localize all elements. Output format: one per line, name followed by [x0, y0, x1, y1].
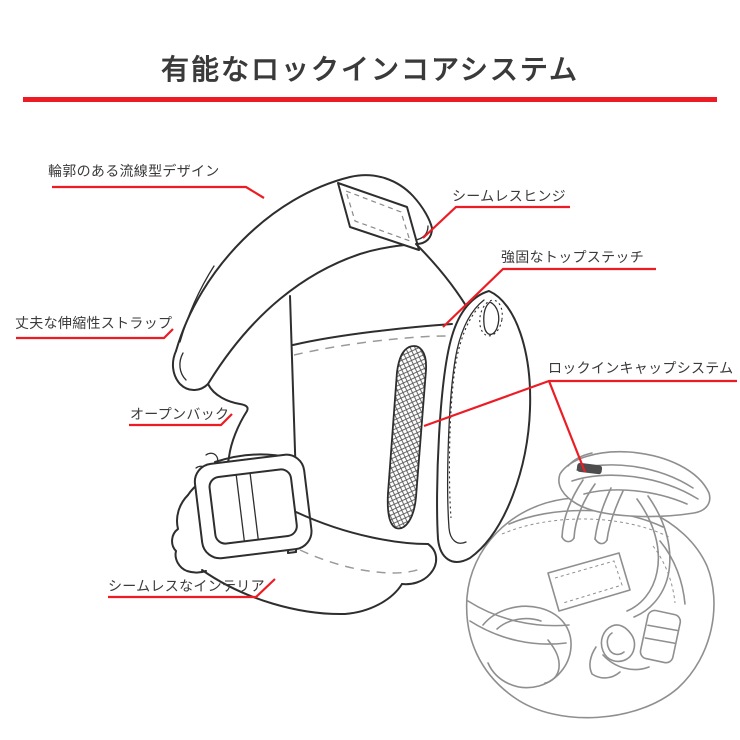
- strap-buckle: [193, 453, 313, 560]
- cap-panel-outline: [436, 290, 532, 563]
- band-velcro-patch: [337, 182, 420, 251]
- knee-pad-side-view: [171, 174, 532, 616]
- leader-lock-in-cap-branch: [547, 380, 587, 473]
- label-lock-in-cap: ロックインキャップシステム: [548, 360, 734, 376]
- label-elastic-strap: 丈夫な伸縮性ストラップ: [15, 315, 173, 331]
- rear-knee-opening: [482, 605, 572, 689]
- label-seamless-hinge: シームレスヒンジ: [452, 188, 566, 204]
- seamless-interior-edge: [201, 569, 403, 616]
- top-stitch-line: [293, 335, 447, 356]
- label-open-back: オープンバック: [130, 406, 230, 422]
- leader-top-stitch: [442, 267, 656, 328]
- rear-strap-buckles: [589, 609, 682, 679]
- rear-velcro-patch: [547, 552, 631, 612]
- mesh-vent: [386, 345, 427, 530]
- leader-contoured-design: [52, 185, 265, 199]
- lower-strap-band: [201, 511, 438, 616]
- cap-loop: [483, 301, 500, 335]
- label-top-stitch: 強固なトップステッチ: [501, 249, 644, 265]
- leader-open-back: [129, 413, 233, 427]
- leader-seamless-hinge: [422, 205, 570, 239]
- leader-elastic-strap: [16, 328, 174, 340]
- lock-in-cap-panel: [436, 290, 532, 563]
- label-contoured-design: 輪郭のある流線型デザイン: [48, 163, 220, 179]
- title-underline: [23, 97, 717, 102]
- leader-seamless-interior: [108, 578, 276, 599]
- detached-cap: [558, 450, 711, 618]
- label-seamless-interior: シームレスなインテリア: [108, 578, 265, 594]
- knee-pad-rear-view: [465, 450, 715, 719]
- page-title: 有能なロックインコアシステム: [160, 54, 580, 85]
- rear-pad-shell: [465, 496, 715, 719]
- leader-lines: [16, 185, 737, 599]
